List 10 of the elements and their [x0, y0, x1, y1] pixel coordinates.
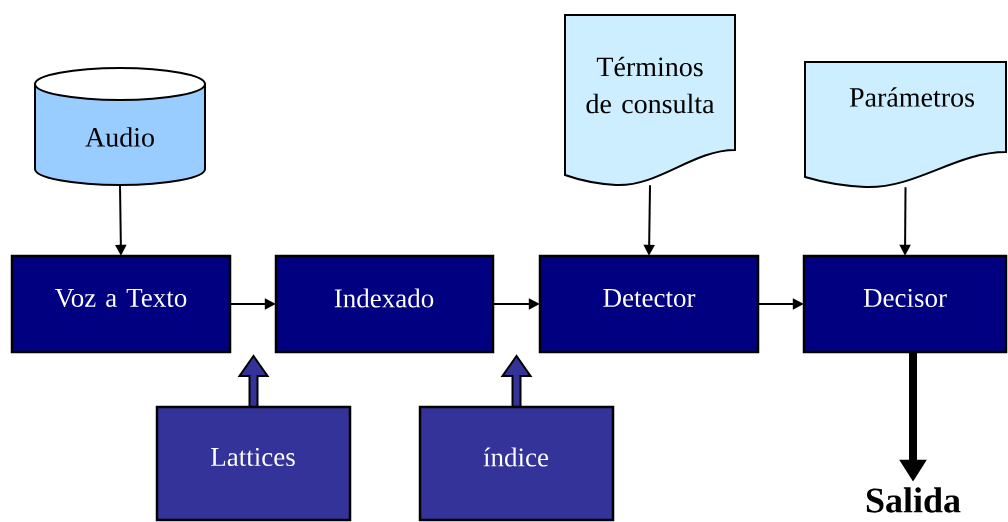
cylinder: Audio — [34, 67, 206, 186]
process-box: Detector — [538, 254, 760, 354]
block-arrow — [500, 354, 533, 408]
block-arrow — [237, 354, 270, 408]
process-box: Voz a Texto — [10, 254, 232, 354]
data-box: Lattices — [155, 405, 352, 522]
data-box: índice — [418, 405, 615, 522]
process-box: Decisor — [802, 254, 1008, 354]
process-box: Indexado — [274, 254, 495, 354]
output-label: Salida — [866, 487, 961, 513]
